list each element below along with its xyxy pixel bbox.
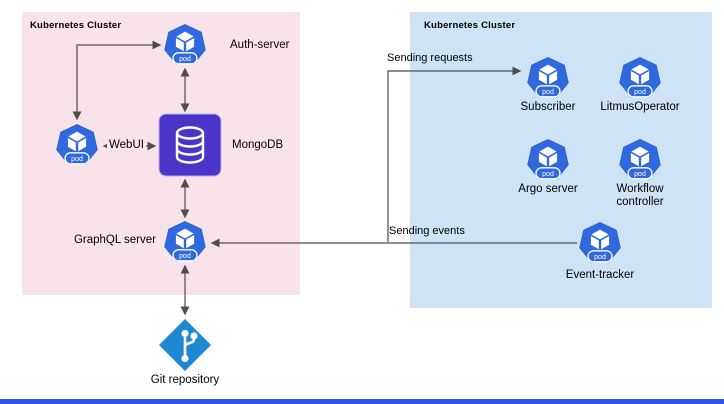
pod-badge: pod — [542, 89, 554, 96]
pod-badge: pod — [71, 156, 83, 163]
webui-label: WebUI — [107, 139, 146, 153]
pod-badge: pod — [179, 253, 191, 260]
mongodb-label: MongoDB — [232, 139, 284, 151]
auth-server-label: Auth-server — [230, 39, 290, 51]
graphql-server-label: GraphQL server — [73, 234, 156, 246]
git-icon — [159, 319, 211, 371]
pod-icon: pod — [56, 123, 98, 165]
pod-icon: pod — [619, 138, 661, 180]
subscriber-label: Subscriber — [520, 101, 576, 113]
mongodb-node — [158, 113, 222, 177]
pod-badge: pod — [179, 56, 191, 63]
subscriber-pod: pod — [526, 56, 570, 100]
argo-server-pod: pod — [526, 138, 570, 182]
pod-badge: pod — [634, 89, 646, 96]
argo-server-label: Argo server — [518, 183, 578, 195]
sending-requests-label: Sending requests — [387, 52, 473, 64]
auth-server-pod: pod — [163, 23, 207, 67]
git-repository-label: Git repository — [150, 374, 220, 386]
bottom-accent-bar — [0, 399, 724, 404]
pod-badge: pod — [542, 171, 554, 178]
workflow-controller-label: Workflow controller — [616, 183, 664, 209]
workflow-controller-pod: pod — [618, 138, 662, 182]
pod-badge: pod — [594, 254, 606, 261]
pod-icon: pod — [527, 138, 569, 180]
pod-icon: pod — [527, 56, 569, 98]
edge-sending-requests — [387, 66, 522, 242]
graphql-server-pod: pod — [163, 220, 207, 264]
left-cluster-label: Kubernetes Cluster — [30, 20, 122, 31]
event-tracker-pod: pod — [578, 221, 622, 265]
litmus-operator-pod: pod — [618, 56, 662, 100]
database-icon — [158, 113, 222, 177]
git-repository-node — [157, 317, 213, 373]
pod-icon: pod — [579, 221, 621, 263]
pod-badge: pod — [634, 171, 646, 178]
sending-events-label: Sending events — [389, 225, 465, 237]
pod-icon: pod — [619, 56, 661, 98]
pod-icon: pod — [164, 23, 206, 65]
pod-icon: pod — [164, 220, 206, 262]
litmus-operator-label: LitmusOperator — [600, 101, 680, 113]
right-cluster-label: Kubernetes Cluster — [424, 20, 516, 31]
event-tracker-label: Event-tracker — [565, 269, 635, 281]
edge-authserver-webui — [72, 40, 162, 121]
webui-pod: pod — [55, 123, 99, 167]
